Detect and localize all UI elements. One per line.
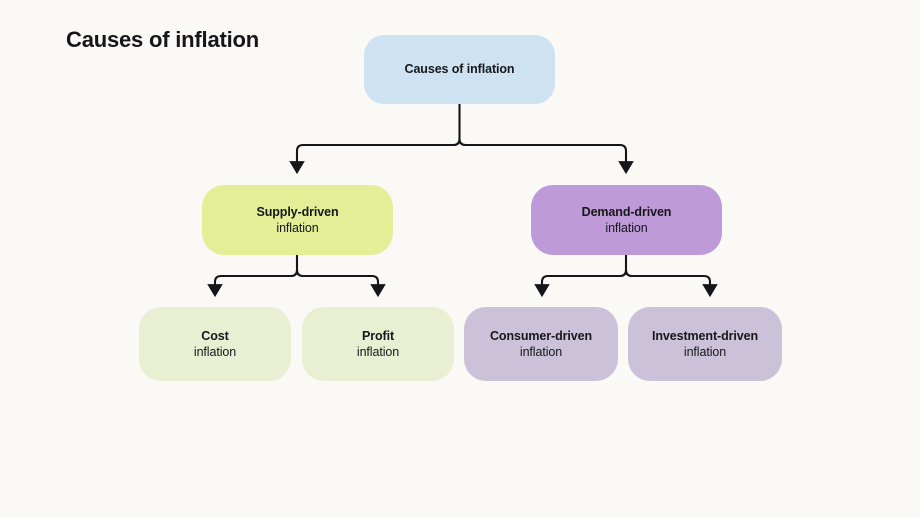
node-investment-driven[interactable]: Investment-driven inflation	[628, 307, 782, 381]
node-consumer-driven[interactable]: Consumer-driven inflation	[464, 307, 618, 381]
node-subtitle: inflation	[605, 221, 648, 235]
node-supply-driven[interactable]: Supply-driven inflation	[202, 185, 393, 255]
page-title: Causes of inflation	[66, 27, 259, 52]
node-subtitle: inflation	[519, 345, 563, 359]
node-title: Cost	[201, 328, 229, 343]
node-profit[interactable]: Profit inflation	[302, 307, 454, 381]
node-subtitle: inflation	[193, 345, 237, 359]
node-subtitle: inflation	[356, 345, 400, 359]
node-title: Investment-driven	[652, 328, 758, 343]
node-title: Causes of inflation	[404, 62, 515, 77]
node-demand-driven[interactable]: Demand-driven inflation	[531, 185, 722, 255]
node-subtitle: inflation	[276, 221, 319, 235]
node-title: Profit	[361, 328, 395, 343]
node-title: Supply-driven	[256, 204, 339, 219]
node-title: Demand-driven	[581, 204, 672, 219]
node-subtitle: inflation	[683, 345, 727, 359]
node-causes-of-inflation[interactable]: Causes of inflation	[364, 35, 555, 104]
node-title: Consumer-driven	[490, 328, 592, 343]
node-cost[interactable]: Cost inflation	[139, 307, 291, 381]
